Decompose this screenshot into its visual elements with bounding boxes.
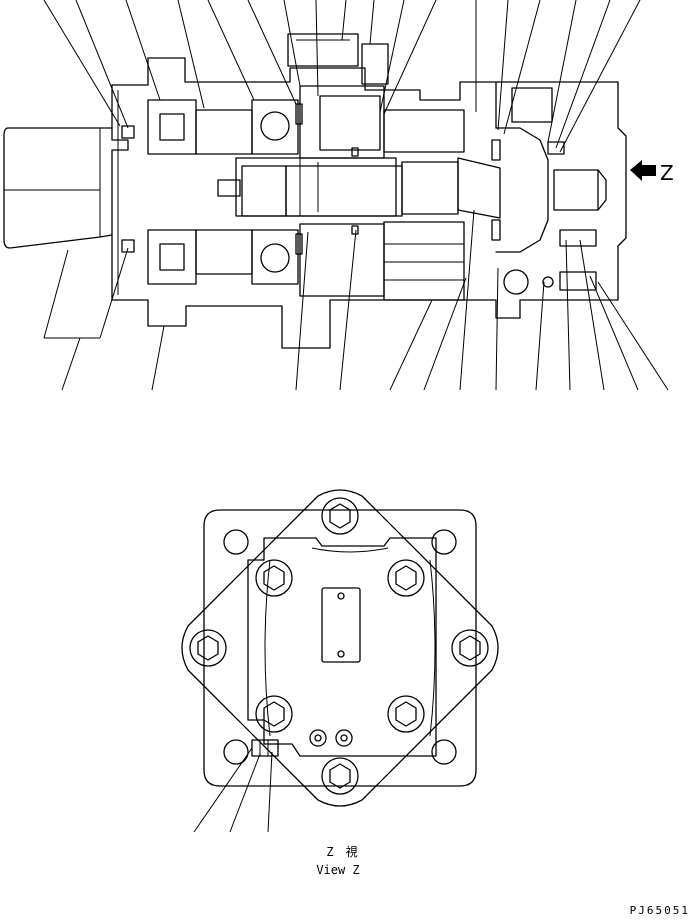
housing	[111, 57, 521, 349]
hex-bolt	[255, 695, 293, 733]
hex-bolt	[387, 695, 425, 733]
view-z-arrow-label: Z	[660, 161, 674, 185]
corner-hole	[431, 739, 457, 765]
fitting	[251, 739, 279, 757]
hex-bolt	[189, 629, 227, 667]
shaft-rotor	[217, 157, 501, 219]
top-fitting	[287, 33, 389, 85]
figure-code: PJ65051	[630, 904, 690, 917]
corner-hole	[223, 529, 249, 555]
end-cover	[491, 81, 627, 319]
valve-cover	[247, 537, 437, 757]
view-caption-jp: Z 視	[326, 844, 357, 859]
leader-lines-bottom	[43, 209, 669, 391]
hex-bolt	[387, 559, 425, 597]
port-plug	[309, 729, 327, 747]
bearing-upper	[147, 99, 299, 155]
port-plug	[335, 729, 353, 747]
drive-motor	[3, 127, 129, 249]
end-view	[181, 489, 499, 833]
hex-bolt	[321, 757, 359, 795]
flange-outline	[203, 509, 477, 787]
leader-lines-top	[43, 0, 641, 153]
view-z-arrow: Z	[630, 160, 674, 185]
name-plate	[321, 587, 361, 663]
hex-bolt	[321, 497, 359, 535]
corner-hole	[223, 739, 249, 765]
hex-bolt	[255, 559, 293, 597]
seals	[121, 103, 359, 255]
cylinder-block	[299, 85, 465, 301]
diamond-flange	[181, 489, 499, 807]
bearing-lower	[147, 229, 299, 285]
corner-hole	[431, 529, 457, 555]
section-view: Z	[3, 0, 674, 391]
hex-bolt	[451, 629, 489, 667]
view-caption-en: View Z	[316, 863, 359, 877]
